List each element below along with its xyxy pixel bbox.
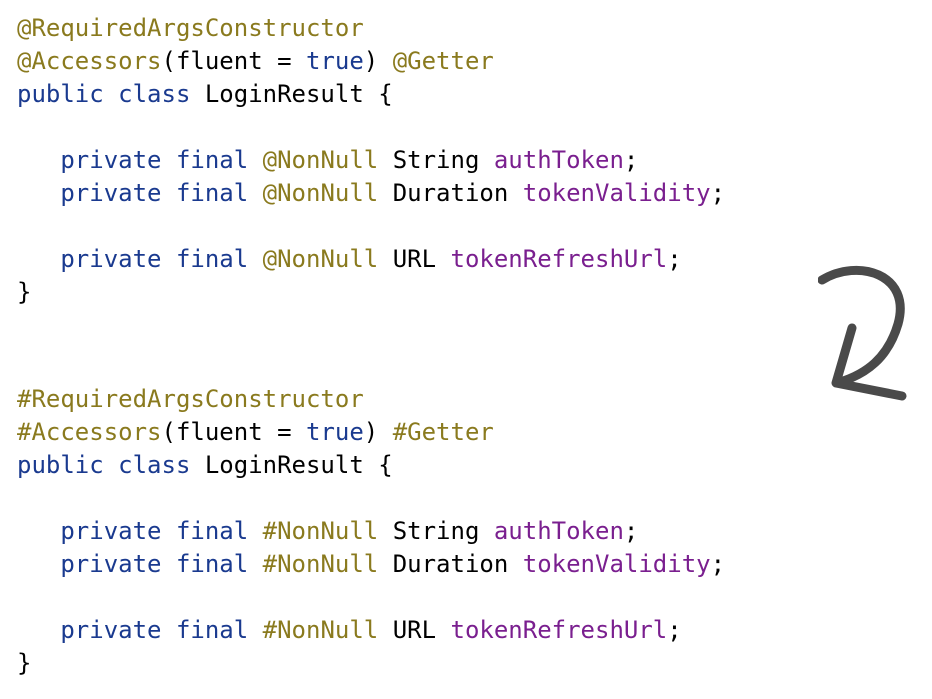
code-token-annotation: @NonNull [262, 179, 379, 207]
code-token-plain: Duration [378, 550, 523, 578]
code-block-transformed: #RequiredArgsConstructor #Accessors(fluen… [17, 383, 725, 680]
code-token-plain: ; [667, 245, 682, 273]
code-token-field: tokenValidity [522, 179, 711, 207]
code-token-annotation: @Accessors [17, 47, 162, 75]
code-token-annotation: @NonNull [262, 146, 379, 174]
code-token-plain [17, 245, 60, 273]
code-token-field: tokenValidity [522, 550, 711, 578]
code-line: private final #NonNull String authToken; [17, 515, 725, 548]
code-token-plain [17, 146, 60, 174]
code-token-plain: URL [378, 616, 451, 644]
code-line: #RequiredArgsConstructor [17, 383, 725, 416]
code-token-plain: ; [623, 517, 639, 545]
code-block-original: @RequiredArgsConstructor @Accessors(fluen… [17, 12, 725, 309]
code-token-plain: String [378, 146, 494, 174]
code-token-annotation: #Accessors [17, 418, 162, 446]
code-token-annotation: @RequiredArgsConstructor [17, 14, 364, 42]
code-line: public class LoginResult { [17, 449, 725, 482]
code-token-plain: URL [378, 245, 451, 273]
code-token-keyword: private final [60, 245, 249, 273]
code-line: } [17, 647, 725, 680]
code-token-annotation: #Getter [392, 418, 494, 446]
code-token-plain: ) [363, 47, 393, 75]
code-token-plain: ; [710, 179, 726, 207]
code-token-plain [248, 179, 262, 207]
code-line [17, 482, 725, 515]
code-token-plain: (fluent = [161, 418, 306, 446]
code-line: #Accessors(fluent = true) #Getter [17, 416, 725, 449]
curved-arrow-down-icon [818, 265, 907, 401]
code-token-keyword: private final [60, 179, 249, 207]
code-token-annotation: @NonNull [262, 245, 379, 273]
code-token-annotation: #NonNull [262, 550, 379, 578]
code-line [17, 210, 725, 243]
code-line [17, 111, 725, 144]
code-line: @RequiredArgsConstructor [17, 12, 725, 45]
code-token-plain: LoginResult { [190, 451, 393, 479]
code-token-plain: LoginResult { [190, 80, 393, 108]
code-token-field: authToken [493, 146, 624, 174]
code-token-plain: } [17, 278, 32, 306]
code-token-plain [248, 616, 262, 644]
code-token-annotation: #NonNull [262, 616, 379, 644]
code-token-plain: ; [710, 550, 726, 578]
code-line: private final #NonNull URL tokenRefreshU… [17, 614, 725, 647]
code-token-plain [248, 146, 262, 174]
code-line: private final @NonNull URL tokenRefreshU… [17, 243, 725, 276]
code-line [17, 581, 725, 614]
code-token-keyword: public class [17, 451, 191, 479]
code-token-plain: ; [623, 146, 639, 174]
code-token-keyword: true [306, 47, 364, 75]
code-token-keyword: private final [60, 550, 249, 578]
code-token-plain [248, 550, 262, 578]
code-token-plain: String [378, 517, 494, 545]
code-line: } [17, 276, 725, 309]
code-token-plain: } [17, 649, 32, 677]
code-token-annotation: #RequiredArgsConstructor [17, 385, 364, 413]
code-line: private final #NonNull Duration tokenVal… [17, 548, 725, 581]
code-token-keyword: true [306, 418, 364, 446]
code-token-keyword: private final [60, 517, 249, 545]
code-token-field: authToken [493, 517, 624, 545]
code-token-plain [17, 179, 60, 207]
code-line: private final @NonNull Duration tokenVal… [17, 177, 725, 210]
code-token-plain [248, 517, 262, 545]
code-token-plain: Duration [378, 179, 523, 207]
code-token-field: tokenRefreshUrl [450, 616, 668, 644]
code-line: public class LoginResult { [17, 78, 725, 111]
code-token-plain: ; [667, 616, 682, 644]
code-line: @Accessors(fluent = true) @Getter [17, 45, 725, 78]
code-token-plain [17, 616, 60, 644]
code-token-plain: (fluent = [161, 47, 306, 75]
code-token-keyword: public class [17, 80, 191, 108]
code-token-keyword: private final [60, 146, 249, 174]
code-token-plain [248, 245, 262, 273]
code-token-plain [17, 550, 60, 578]
code-token-plain: ) [363, 418, 393, 446]
code-token-annotation: @Getter [392, 47, 494, 75]
code-token-plain [17, 517, 60, 545]
code-token-annotation: #NonNull [262, 517, 379, 545]
code-line: private final @NonNull String authToken; [17, 144, 725, 177]
code-token-keyword: private final [60, 616, 249, 644]
code-token-field: tokenRefreshUrl [450, 245, 668, 273]
